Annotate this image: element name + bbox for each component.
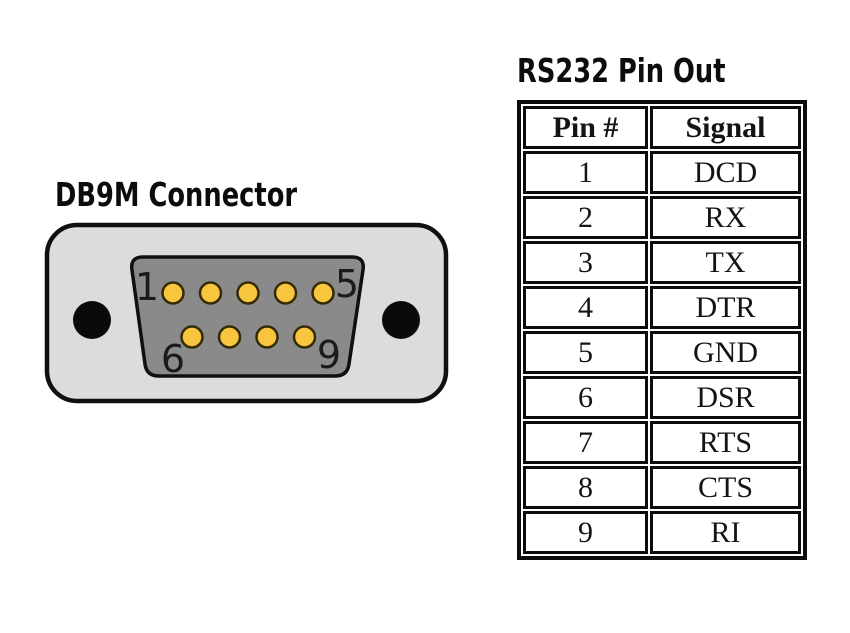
table-row: 5 GND	[523, 331, 801, 374]
table-header-row: Pin # Signal	[523, 106, 801, 149]
pin-number-cell: 8	[523, 466, 648, 509]
pin-4	[273, 281, 298, 305]
table-row: 1 DCD	[523, 151, 801, 194]
signal-cell: GND	[650, 331, 801, 374]
pinout-title: RS232 Pin Out	[517, 51, 726, 90]
pinout-table: Pin # Signal 1 DCD 2 RX 3 TX 4 DTR 5	[517, 100, 807, 560]
pin-number-cell: 7	[523, 421, 648, 464]
pin-label-9: 9	[317, 333, 341, 377]
pin-8	[255, 325, 279, 349]
pin-label-1: 1	[135, 265, 159, 309]
signal-cell: DTR	[650, 286, 801, 329]
connector-title: DB9M Connector	[55, 175, 298, 214]
pin-number-cell: 3	[523, 241, 648, 284]
pin-number-cell: 9	[523, 511, 648, 554]
pin-6	[180, 325, 204, 349]
signal-cell: DCD	[650, 151, 801, 194]
pin-number-cell: 6	[523, 376, 648, 419]
signal-cell: TX	[650, 241, 801, 284]
pin-label-5: 5	[335, 262, 359, 306]
pin-9	[292, 325, 317, 349]
pin-7	[217, 325, 242, 349]
pin-number-cell: 1	[523, 151, 648, 194]
pin-3	[236, 281, 260, 305]
table-row: 9 RI	[523, 511, 801, 554]
signal-cell: RI	[650, 511, 801, 554]
screw-hole-left	[73, 301, 111, 339]
screw-hole-right	[382, 301, 420, 339]
pin-number-header: Pin #	[523, 106, 648, 149]
table-row: 2 RX	[523, 196, 801, 239]
table-row: 4 DTR	[523, 286, 801, 329]
signal-cell: CTS	[650, 466, 801, 509]
pin-2	[198, 281, 223, 305]
pin-number-cell: 2	[523, 196, 648, 239]
db9m-connector-diagram: 1 5 6 9	[44, 222, 449, 404]
table-row: 3 TX	[523, 241, 801, 284]
pin-5	[311, 281, 335, 305]
pin-1	[161, 281, 185, 305]
signal-cell: RTS	[650, 421, 801, 464]
table-row: 6 DSR	[523, 376, 801, 419]
signal-cell: RX	[650, 196, 801, 239]
pin-label-6: 6	[161, 337, 185, 381]
signal-header: Signal	[650, 106, 801, 149]
pin-number-cell: 5	[523, 331, 648, 374]
table-row: 7 RTS	[523, 421, 801, 464]
table-row: 8 CTS	[523, 466, 801, 509]
signal-cell: DSR	[650, 376, 801, 419]
pin-number-cell: 4	[523, 286, 648, 329]
